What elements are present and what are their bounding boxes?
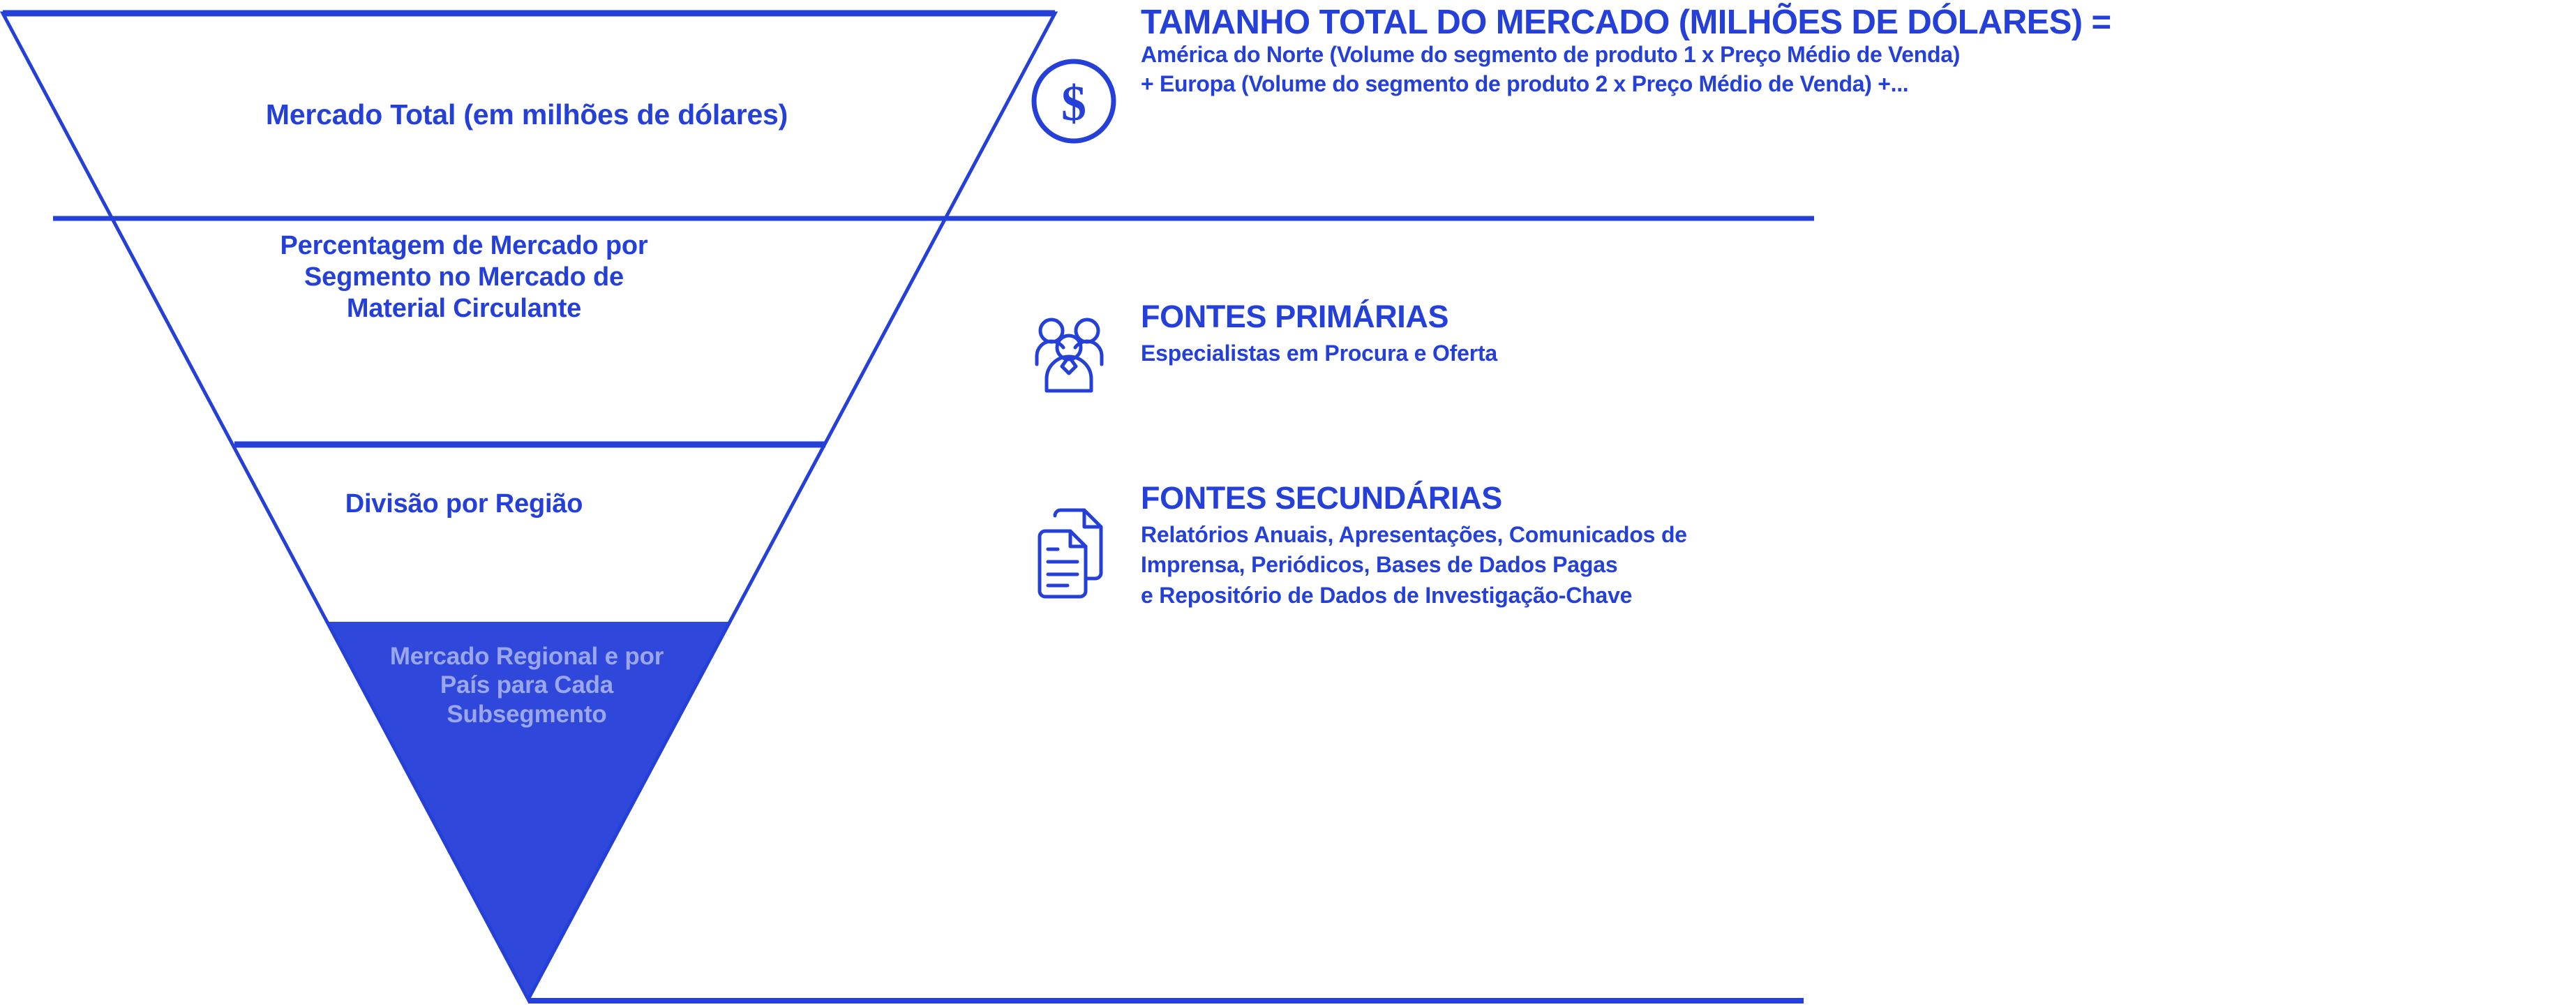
market-size-heading: TAMANHO TOTAL DO MERCADO (MILHÕES DE DÓL… [1141, 3, 2111, 41]
secondary-sources-line-1: Relatórios Anuais, Apresentações, Comuni… [1141, 522, 1687, 548]
funnel-stage-label-regional-country: Mercado Regional e por País para Cada Su… [389, 643, 664, 728]
secondary-sources-line-2: Imprensa, Periódicos, Bases de Dados Pag… [1141, 552, 1618, 578]
funnel-stage-label-total-market: Mercado Total (em milhões de dólares) [265, 98, 788, 130]
secondary-sources-line-3: e Repositório de Dados de Investigação-C… [1141, 582, 1633, 608]
funnel-stage-4-fill [328, 622, 731, 999]
funnel-stage-label-segment-share: Percentagem de Mercado por Segmento no M… [280, 231, 648, 323]
primary-sources-line-1: Especialistas em Procura e Oferta [1141, 341, 1497, 366]
secondary-sources-heading: FONTES SECUNDÁRIAS [1141, 480, 1502, 516]
market-size-formula-line-2: + Europa (Volume do segmento de produto … [1141, 71, 1909, 97]
dollar-circle-icon: $ [1028, 56, 1119, 147]
people-group-icon [1033, 313, 1116, 396]
primary-sources-heading: FONTES PRIMÁRIAS [1141, 299, 1449, 334]
documents-icon [1033, 499, 1116, 604]
funnel-stage-label-region-split: Divisão por Região [345, 489, 583, 519]
market-size-formula-line-1: América do Norte (Volume do segmento de … [1141, 42, 1961, 67]
sources-panel: $ TAMANHO TOTAL DO MERCADO (MILHÕES DE D… [1026, 0, 2576, 1007]
svg-text:$: $ [1061, 75, 1086, 131]
market-sizing-funnel [0, 10, 1814, 1004]
